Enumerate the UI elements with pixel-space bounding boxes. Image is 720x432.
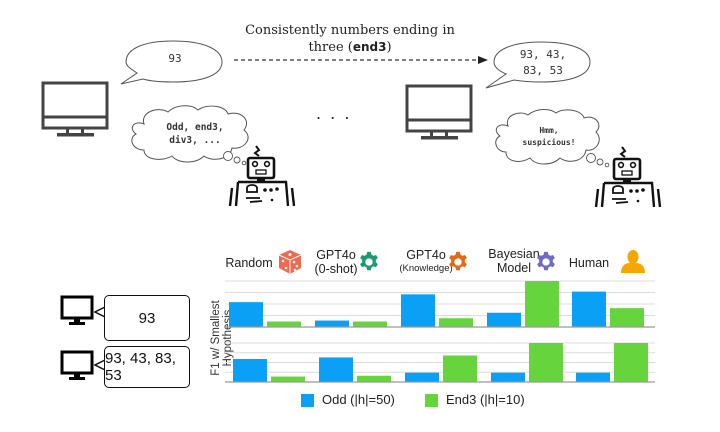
prompt-pointer bbox=[94, 306, 106, 318]
left-thought-text: Odd, end3, div3, ... bbox=[140, 121, 250, 147]
method-label-human: Human bbox=[568, 256, 610, 270]
method-label-bayesian: Bayesian Model bbox=[486, 247, 542, 275]
legend-swatch-end3 bbox=[425, 394, 438, 407]
bar-end3-gpt4o-0-shot bbox=[353, 321, 387, 327]
title-suffix: ) bbox=[386, 40, 392, 55]
right-speech-text: 93, 43, 83, 53 bbox=[503, 47, 583, 79]
bar-odd-bayesian-model bbox=[487, 312, 521, 327]
bar-end3-human bbox=[610, 308, 644, 327]
monitor-icon bbox=[41, 81, 109, 137]
scenario-title-line1: Consistently numbers ending in bbox=[245, 23, 455, 38]
thought-cloud bbox=[495, 109, 600, 165]
method-label-random: Random bbox=[225, 256, 273, 270]
left-thought-line1: Odd, end3, bbox=[166, 122, 224, 133]
bar-end3-bayesian-model bbox=[529, 343, 563, 382]
gear-icon bbox=[449, 251, 467, 271]
dice-icon bbox=[278, 250, 302, 274]
gear-icon bbox=[360, 251, 378, 271]
bar-end3-random bbox=[267, 321, 301, 327]
bar-odd-human bbox=[572, 291, 606, 327]
bar-end3-random bbox=[271, 376, 305, 382]
prompt-pointer bbox=[94, 359, 106, 371]
bar-end3-gpt4o-knowledge bbox=[443, 355, 477, 382]
bar-odd-random bbox=[229, 302, 263, 327]
label-line2: (0-shot) bbox=[314, 262, 358, 276]
right-speech-line1: 93, 43, bbox=[519, 48, 567, 61]
title-prefix: three ( bbox=[308, 40, 353, 55]
bar-end3-gpt4o-knowledge bbox=[439, 318, 473, 327]
prompt-box-multi: 93, 43, 83, 53 bbox=[104, 346, 190, 388]
person-icon bbox=[621, 250, 645, 273]
left-speech-text: 93 bbox=[168, 52, 182, 65]
title-bold: end3 bbox=[352, 40, 387, 54]
label-line1: GPT4o bbox=[316, 248, 356, 262]
label-line1: GPT4o bbox=[406, 248, 446, 262]
thought-dots bbox=[223, 151, 247, 166]
bar-odd-gpt4o-knowledge bbox=[401, 294, 435, 327]
bar-odd-human bbox=[576, 372, 610, 382]
dashed-arrow bbox=[234, 56, 488, 64]
method-label-gpt4o-knowledge: GPT4o (Knowledge) bbox=[396, 248, 456, 276]
bar-odd-gpt4o-0-shot bbox=[315, 320, 349, 327]
method-label-gpt4o-0shot: GPT4o (0-shot) bbox=[308, 248, 364, 276]
ellipsis: . . . bbox=[316, 104, 352, 123]
robot-icon bbox=[594, 146, 662, 208]
left-thought-line2: div3, ... bbox=[169, 135, 221, 146]
bar-end3-gpt4o-0-shot bbox=[357, 375, 391, 382]
speech-bubble bbox=[485, 41, 591, 89]
right-thought-line2: suspicious! bbox=[522, 138, 576, 147]
legend-label-end3: End3 (|h|=10) bbox=[446, 392, 525, 407]
bar-odd-bayesian-model bbox=[491, 372, 525, 382]
right-speech-line2: 83, 53 bbox=[523, 64, 563, 77]
bar-end3-human bbox=[614, 343, 648, 382]
robot-icon bbox=[228, 145, 296, 207]
label-line2: (Knowledge) bbox=[399, 263, 453, 274]
monitor-icon bbox=[60, 350, 94, 380]
scenario-title-line2: three (end3) bbox=[225, 39, 475, 56]
gear-icon bbox=[537, 251, 555, 271]
bar-end3-bayesian-model bbox=[525, 281, 559, 327]
label-line1: Bayesian bbox=[488, 247, 540, 261]
speech-bubble bbox=[120, 40, 223, 85]
monitor-icon bbox=[405, 84, 473, 140]
thought-cloud bbox=[131, 105, 249, 163]
scenario-title: Consistently numbers ending in three (en… bbox=[225, 22, 475, 56]
right-thought-line1: Hmm, bbox=[539, 126, 559, 135]
monitor-icon bbox=[60, 295, 94, 325]
legend-label-odd: Odd (|h|=50) bbox=[322, 392, 395, 407]
bar-odd-gpt4o-0-shot bbox=[319, 357, 353, 382]
legend-swatch-odd bbox=[301, 394, 314, 407]
prompt-box-single: 93 bbox=[104, 295, 190, 341]
thought-dots bbox=[586, 153, 610, 168]
bar-odd-random bbox=[233, 358, 267, 382]
label-line2: Model bbox=[496, 261, 532, 275]
bar-odd-gpt4o-knowledge bbox=[405, 372, 439, 382]
right-thought-text: Hmm, suspicious! bbox=[504, 125, 594, 149]
